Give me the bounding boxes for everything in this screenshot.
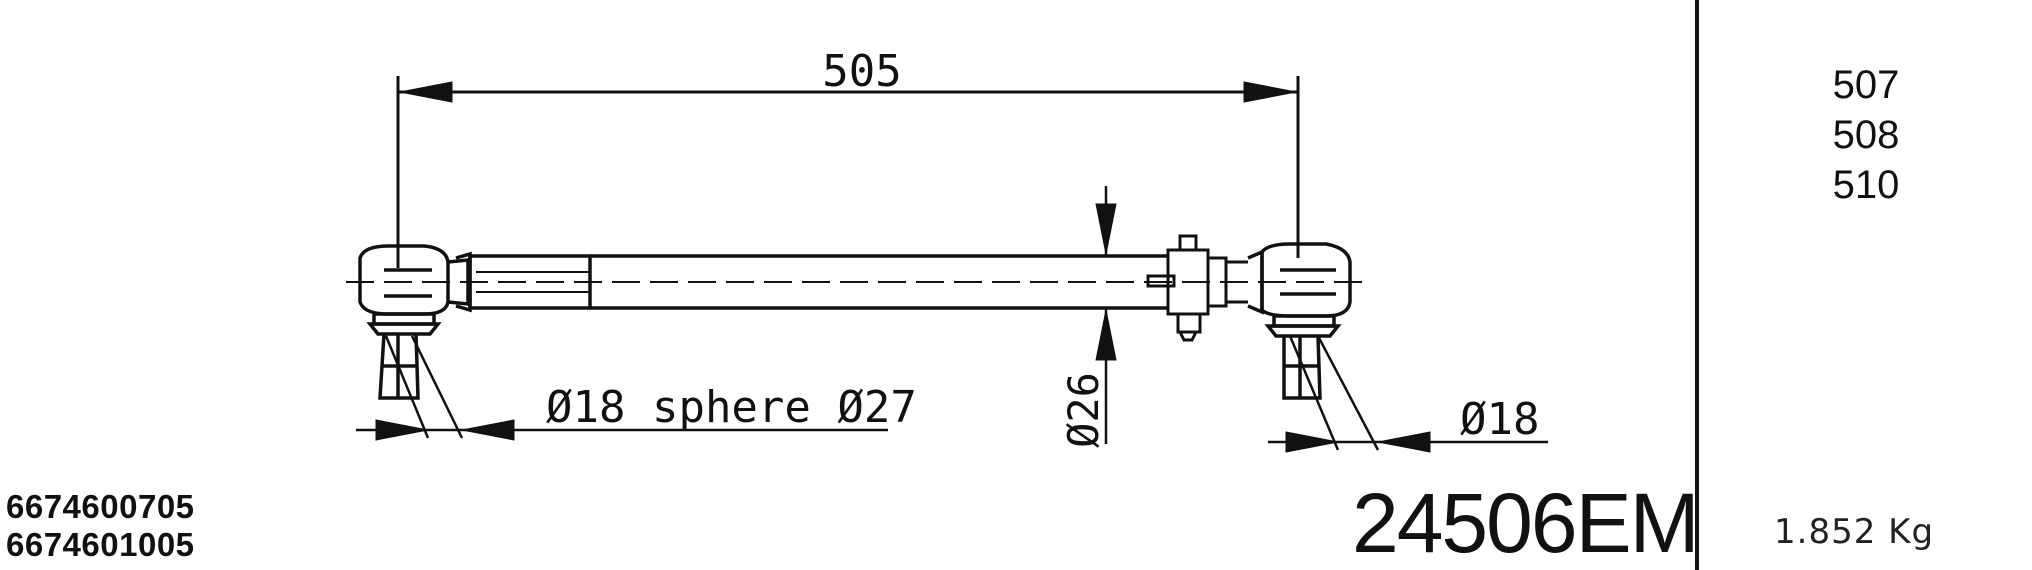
overall-length-dimension [396,76,1300,268]
tube-diameter-label: Ø26 [1059,372,1108,448]
variant-number: 507 [1832,63,1900,107]
right-stud-dimension [1268,335,1548,453]
overall-length-label: 505 [822,46,901,97]
oem-number: 6674600705 [6,488,195,525]
left-stud-dimension-label: Ø18 sphere Ø27 [546,382,917,433]
variant-number: 508 [1832,113,1900,157]
tube-diameter-dimension [1095,186,1117,444]
tube-body [455,251,1168,313]
left-ball-joint [358,244,470,400]
left-stud-dimension [356,335,888,441]
part-number: 24506EM [1352,476,1700,570]
weight-label: 1.852 Kg [1774,512,1935,552]
oem-number: 6674601005 [6,526,195,563]
variant-number: 510 [1832,163,1900,207]
right-ball-joint [1247,242,1352,400]
right-stud-dimension-label: Ø18 [1460,394,1539,445]
tube-clamp [1146,234,1248,342]
